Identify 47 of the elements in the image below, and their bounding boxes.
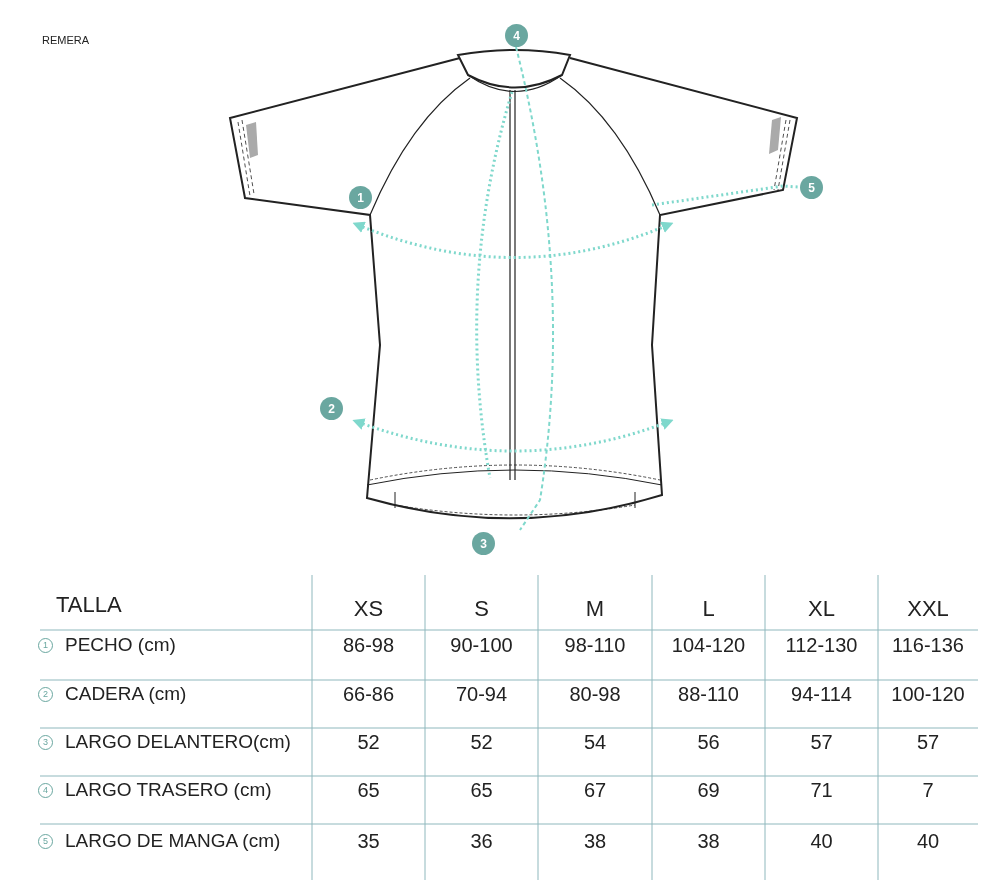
row-label: CADERA (cm)	[65, 684, 187, 703]
table-cell-text: 54	[582, 732, 608, 752]
table-cell-text: 67	[582, 780, 608, 800]
callout-number: 2	[320, 397, 343, 420]
table-cell-text: 36	[469, 831, 494, 851]
table-cell-text: 7	[921, 780, 935, 800]
table-header: S	[473, 598, 490, 620]
table-cell-text: 71	[809, 780, 834, 800]
table-cell-text: 116-136	[891, 635, 965, 655]
table-cell-text: 40	[915, 831, 941, 851]
table-header: XL	[807, 598, 836, 620]
title: REMERA	[42, 35, 90, 46]
table-cell-text: 88-110	[677, 684, 740, 704]
table-cell-text: 52	[356, 732, 381, 752]
table-cell-text: 98-110	[563, 635, 627, 655]
table-cell-text: 90-100	[449, 635, 514, 655]
table-header: TALLA	[56, 594, 123, 616]
table-cell-text: 40	[809, 831, 834, 851]
table-cell-text: 65	[356, 780, 381, 800]
table-cell-text: 38	[582, 831, 608, 851]
row-label: LARGO DE MANGA (cm)	[65, 831, 281, 850]
callout-number: 5	[800, 176, 823, 199]
table-header: XXL	[906, 598, 950, 620]
table-cell-text: 94-114	[790, 684, 853, 704]
table-cell-text: 69	[696, 780, 721, 800]
table-cell-text: 104-120	[670, 635, 747, 655]
table-cell-text: 52	[469, 732, 494, 752]
table-cell-text: 57	[915, 732, 941, 752]
table-cell-text: 65	[469, 780, 494, 800]
callout-number: 4	[505, 24, 528, 47]
row-label: PECHO (cm)	[65, 635, 176, 654]
table-cell-text: 66-86	[341, 684, 396, 704]
table-cell-text: 56	[696, 732, 721, 752]
table-cell-text: 57	[809, 732, 834, 752]
row-label: LARGO TRASERO (cm)	[65, 780, 272, 799]
table-cell-text: 112-130	[784, 635, 859, 655]
table-cell-text: 38	[696, 831, 721, 851]
row-label: LARGO DELANTERO(cm)	[65, 732, 291, 751]
table-cell-text: 35	[356, 831, 381, 851]
table-header: XS	[352, 598, 385, 620]
table-cell-text: 86-98	[341, 635, 396, 655]
table-header: L	[701, 598, 716, 620]
table-cell-text: 70-94	[454, 684, 509, 704]
table-header: M	[584, 598, 606, 620]
table-cell-text: 100-120	[890, 684, 966, 704]
table-cell-text: 80-98	[568, 684, 622, 704]
callout-number: 3	[472, 532, 495, 555]
